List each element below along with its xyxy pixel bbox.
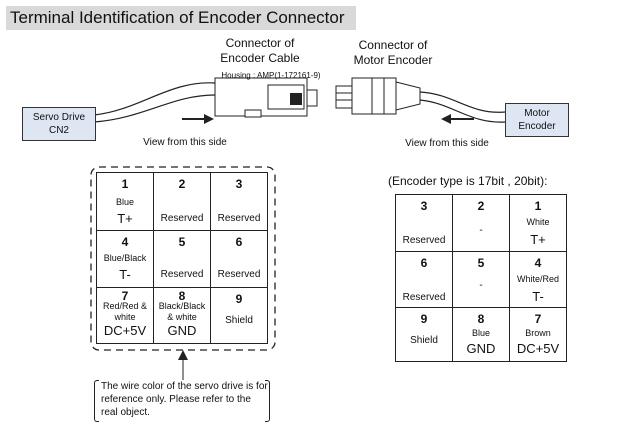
pin-cell: 4 White/Red T- xyxy=(509,251,567,308)
pin-cell: 2 - xyxy=(452,194,510,252)
pin-cell: 5 Reserved xyxy=(153,230,211,288)
pin-cell: 7 Brown DC+5V xyxy=(509,307,567,362)
motor-connector-label-1: Connector of xyxy=(358,38,428,52)
servo-drive-label: Servo Drive xyxy=(32,112,86,123)
page-title: Terminal Identification of Encoder Conne… xyxy=(6,6,356,30)
pin-cell: 7 Red/Red & white DC+5V xyxy=(96,287,154,344)
pin-cell: 3 Reserved xyxy=(395,194,453,252)
wire-color-note-text: The wire color of the servo drive is for… xyxy=(101,381,268,418)
cable-connector-pin-table: 1 Blue T+ 2 Reserved 3 Reserved 4 Blue/B… xyxy=(96,172,268,344)
motor-connector-label-2: Motor Encoder xyxy=(353,53,433,67)
pin-cell: 1 White T+ xyxy=(509,194,567,252)
pin-cell: 6 Reserved xyxy=(210,230,268,288)
pin-cell: 9 Shield xyxy=(210,287,268,344)
pin-cell: 5 - xyxy=(452,251,510,308)
pin-cell: 4 Blue/Black T- xyxy=(96,230,154,288)
view-right-label: View from this side xyxy=(405,138,489,149)
housing-label: Housing : AMP(1-172161-9) xyxy=(221,71,321,80)
pin-cell: 6 Reserved xyxy=(395,251,453,308)
servo-drive-port: CN2 xyxy=(48,125,69,136)
motor-encoder-label-2: Encoder xyxy=(518,121,556,132)
pin-cell: 8 Black/Black & white GND xyxy=(153,287,211,344)
view-left-label: View from this side xyxy=(143,137,227,148)
cable-connector-label-1: Connector of xyxy=(225,36,295,50)
servo-drive-box: Servo Drive CN2 xyxy=(22,107,96,141)
pin-cell: 8 Blue GND xyxy=(452,307,510,362)
motor-encoder-box: Motor Encoder xyxy=(505,103,569,137)
encoder-type-label: (Encoder type is 17bit , 20bit): xyxy=(388,174,548,188)
pin-cell: 2 Reserved xyxy=(153,172,211,231)
motor-encoder-label-1: Motor xyxy=(524,108,550,119)
motor-encoder-pin-table: 3 Reserved 2 - 1 White T+ 6 Reserved 5 -… xyxy=(395,194,567,362)
cable-connector-label-2: Encoder Cable xyxy=(220,51,300,65)
pin-cell: 9 Shield xyxy=(395,307,453,362)
pin-cell: 1 Blue T+ xyxy=(96,172,154,231)
pin-cell: 3 Reserved xyxy=(210,172,268,231)
wire-color-note: The wire color of the servo drive is for… xyxy=(94,380,270,422)
